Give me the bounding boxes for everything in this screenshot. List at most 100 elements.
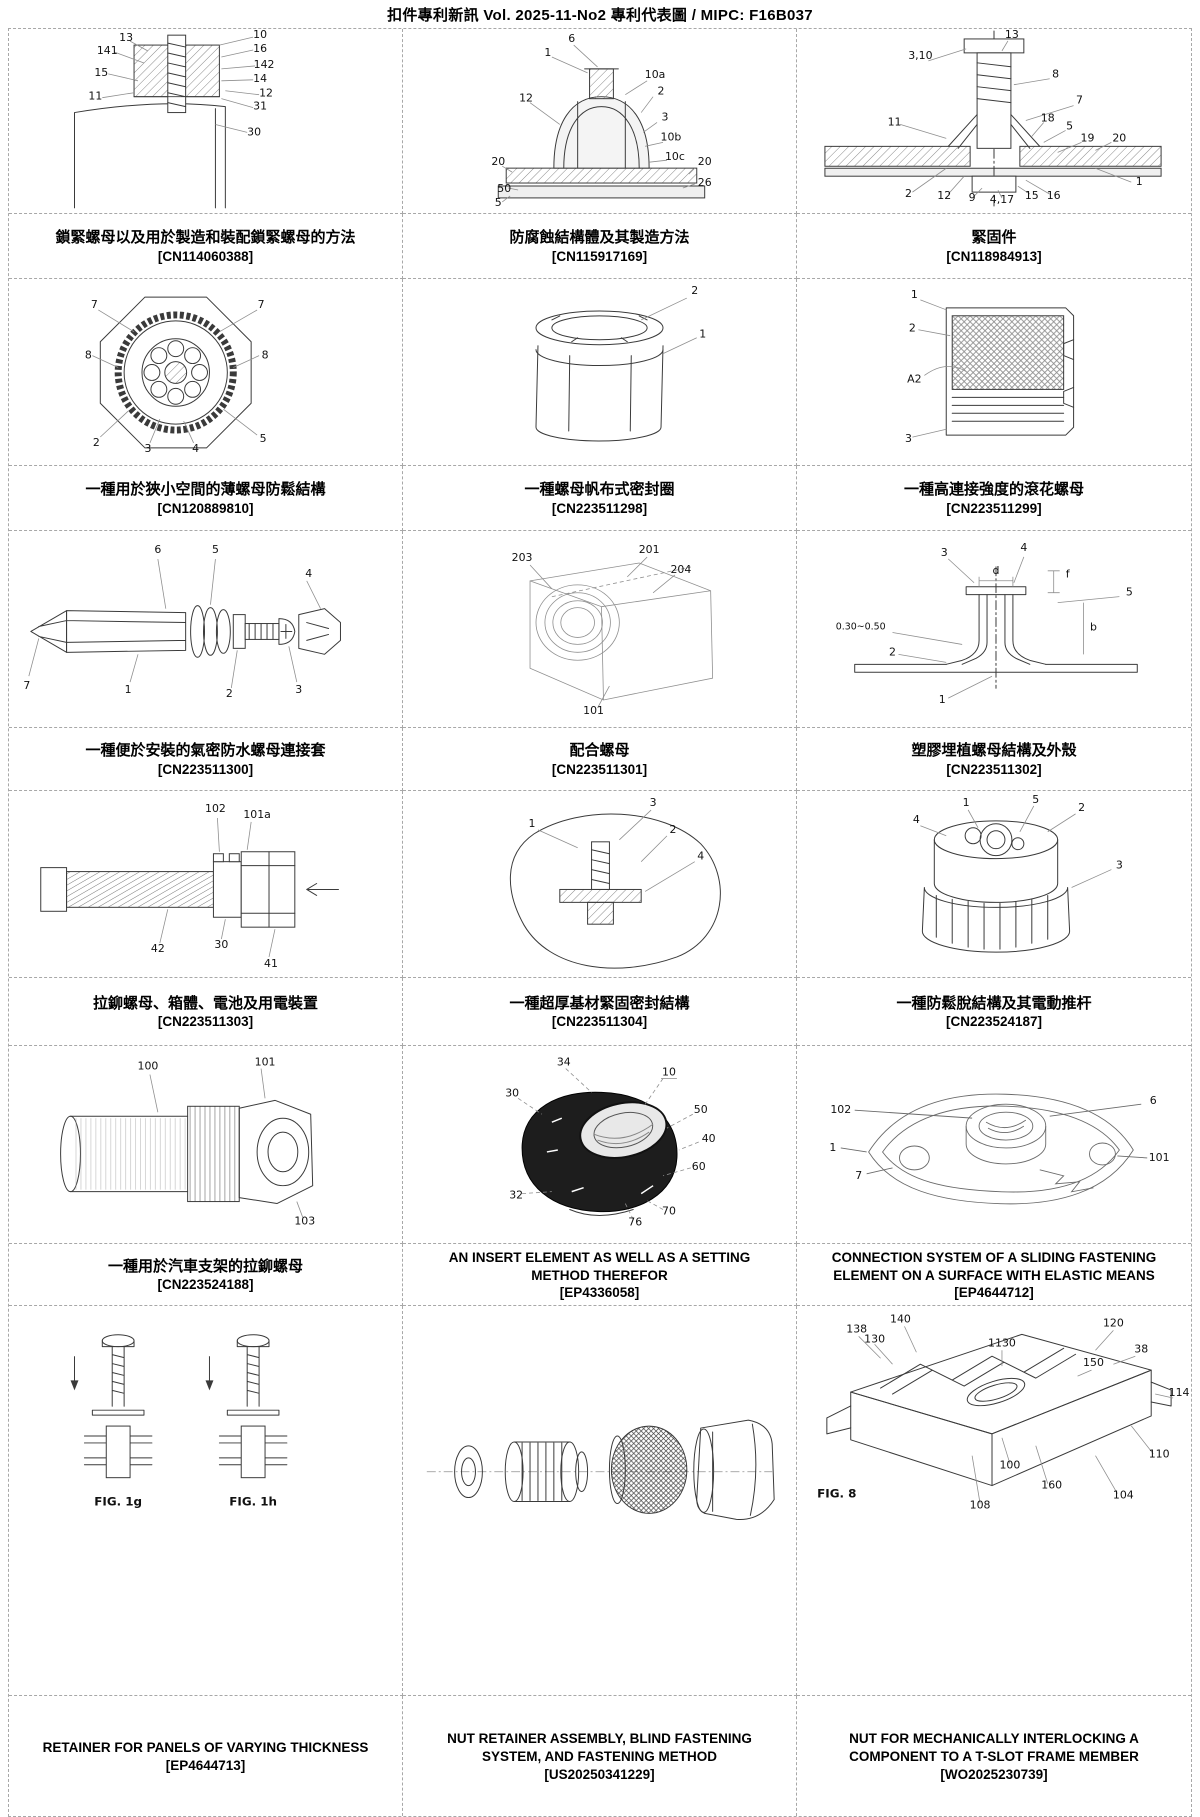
svg-text:5: 5	[260, 432, 267, 445]
patent-number: [CN223511301]	[551, 761, 648, 777]
svg-text:1: 1	[125, 683, 132, 696]
svg-text:6: 6	[1150, 1094, 1157, 1107]
svg-text:5: 5	[1032, 793, 1039, 806]
svg-text:4: 4	[1020, 541, 1027, 554]
svg-text:50: 50	[694, 1103, 708, 1116]
svg-text:26: 26	[698, 176, 712, 189]
svg-text:10: 10	[253, 29, 267, 41]
caption-cell: AN INSERT ELEMENT AS WELL AS A SETTING M…	[403, 1244, 797, 1306]
patent-number: [CN115917169]	[551, 248, 648, 264]
svg-text:18: 18	[1041, 111, 1055, 124]
svg-text:A2: A2	[907, 372, 921, 385]
svg-text:13: 13	[1005, 29, 1019, 41]
patent-number: [CN223511303]	[157, 1014, 254, 1030]
svg-text:d: d	[993, 564, 1000, 577]
svg-text:1: 1	[699, 328, 706, 341]
svg-text:2: 2	[889, 645, 896, 658]
patent-title: 配合螺母	[569, 742, 630, 760]
svg-text:5: 5	[1066, 119, 1073, 132]
svg-text:14: 14	[253, 72, 267, 85]
caption-cell: 一種用於狹小空間的薄螺母防鬆結構 [CN120889810]	[9, 466, 403, 531]
figure-cell-nut-retainer-assembly	[403, 1306, 797, 1696]
svg-text:16: 16	[1047, 189, 1061, 202]
svg-text:150: 150	[1083, 1356, 1104, 1369]
hex-nut-seal-ring-figure: 21	[535, 284, 706, 442]
svg-text:1: 1	[829, 1141, 836, 1154]
svg-text:160: 160	[1041, 1479, 1062, 1492]
svg-text:42: 42	[151, 942, 165, 955]
caption-cell: NUT FOR MECHANICALLY INTERLOCKING A COMP…	[797, 1696, 1191, 1816]
svg-text:1: 1	[1136, 175, 1143, 188]
patent-title: AN INSERT ELEMENT AS WELL AS A SETTING M…	[448, 1249, 751, 1283]
patent-title: 一種用於狹小空間的薄螺母防鬆結構	[85, 481, 326, 499]
patent-number: [CN223524188]	[157, 1277, 254, 1293]
patent-title: NUT RETAINER ASSEMBLY, BLIND FASTENING S…	[447, 1731, 752, 1764]
caption-cell: 鎖緊螺母以及用於製造和裝配鎖緊螺母的方法 [CN114060388]	[9, 214, 403, 279]
svg-text:2: 2	[658, 85, 665, 98]
svg-text:102: 102	[205, 802, 226, 815]
patent-title: 緊固件	[971, 229, 1017, 247]
caption-cell: 塑膠埋植螺母結構及外殼 [CN223511302]	[797, 728, 1191, 791]
patent-title: 一種高連接強度的滾花螺母	[903, 481, 1084, 499]
svg-text:13: 13	[119, 31, 133, 44]
svg-text:2: 2	[226, 687, 233, 700]
svg-text:8: 8	[1052, 68, 1059, 81]
svg-text:1: 1	[963, 796, 970, 809]
caption-cell: NUT RETAINER ASSEMBLY, BLIND FASTENING S…	[403, 1696, 797, 1816]
patent-number: [CN223511304]	[551, 1014, 648, 1030]
patent-number: [EP4644712]	[954, 1285, 1034, 1301]
svg-text:6: 6	[568, 32, 575, 45]
svg-text:16: 16	[253, 42, 267, 55]
svg-text:32: 32	[509, 1189, 523, 1202]
svg-text:201: 201	[639, 543, 660, 556]
svg-text:5: 5	[1126, 586, 1133, 599]
svg-text:120: 120	[1103, 1316, 1124, 1329]
svg-text:100: 100	[999, 1459, 1020, 1472]
svg-text:30: 30	[214, 938, 228, 951]
svg-text:FIG. 1g: FIG. 1g	[94, 1494, 142, 1508]
svg-text:30: 30	[247, 125, 261, 138]
svg-text:20: 20	[698, 155, 712, 168]
svg-text:3,10: 3,10	[908, 49, 932, 62]
patent-number: [CN223511300]	[157, 761, 254, 777]
patent-title: CONNECTION SYSTEM OF A SLIDING FASTENING…	[831, 1249, 1157, 1283]
patent-number: [CN223511299]	[946, 500, 1042, 516]
svg-text:7: 7	[855, 1169, 862, 1182]
patent-number: [CN223511302]	[946, 761, 1042, 777]
svg-text:b: b	[1090, 620, 1097, 633]
patent-number: [EP4336058]	[559, 1285, 640, 1301]
caption-cell: 防腐蝕結構體及其製造方法 [CN115917169]	[403, 214, 797, 279]
svg-text:138: 138	[846, 1322, 867, 1335]
patent-title: 一種便於安裝的氣密防水螺母連接套	[85, 742, 326, 760]
patent-number: [CN223524187]	[945, 1014, 1043, 1030]
svg-text:60: 60	[692, 1160, 706, 1173]
patent-number: [EP4644713]	[165, 1757, 246, 1773]
svg-text:11: 11	[88, 90, 102, 103]
svg-text:101: 101	[255, 1056, 276, 1069]
nut-retainer-exploded-figure	[426, 1419, 775, 1520]
svg-text:104: 104	[1113, 1489, 1134, 1502]
svg-text:FIG. 8: FIG. 8	[817, 1487, 856, 1501]
svg-text:7: 7	[258, 298, 265, 311]
svg-text:101a: 101a	[243, 808, 271, 821]
svg-text:100: 100	[138, 1060, 159, 1073]
